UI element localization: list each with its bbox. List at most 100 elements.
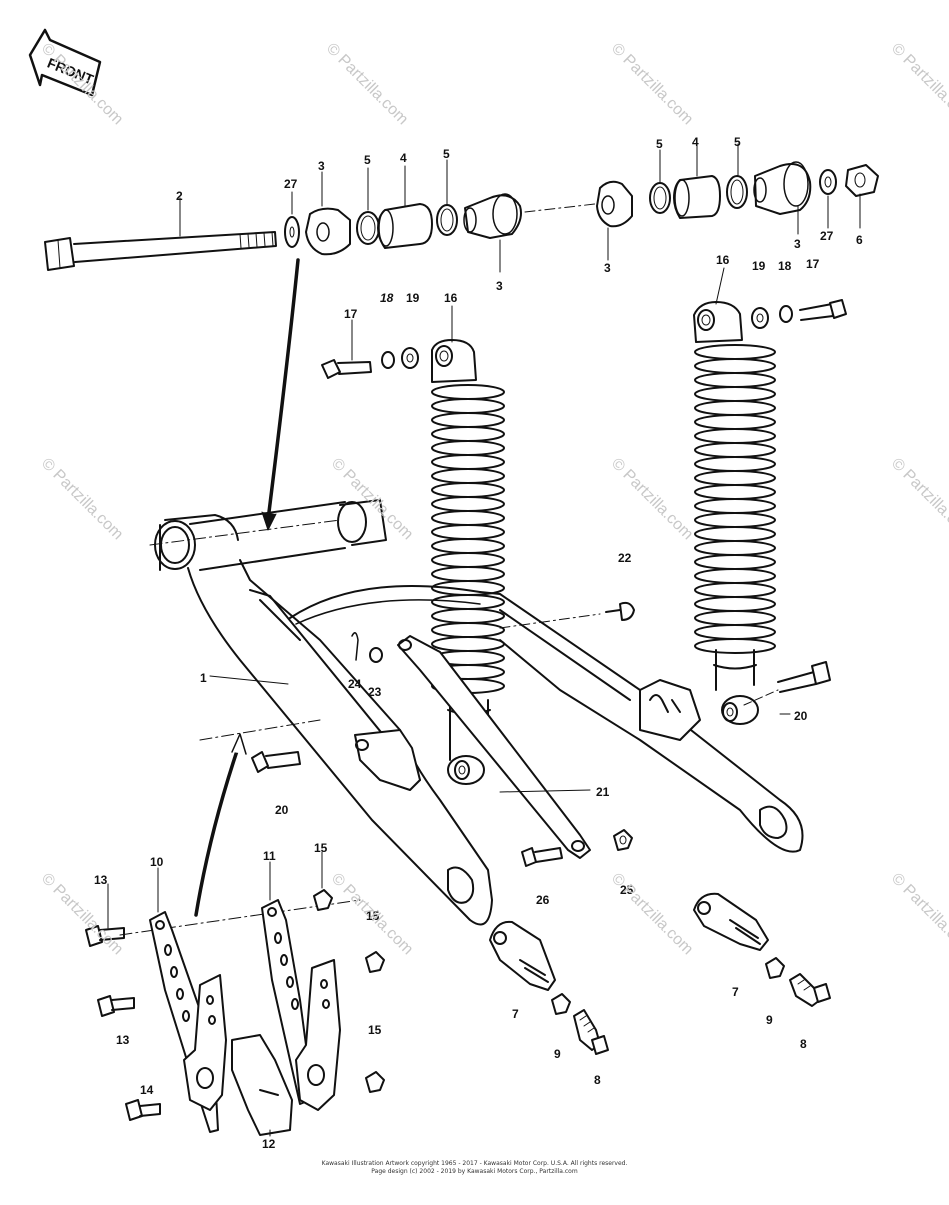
callout-18: 18 xyxy=(380,291,394,305)
callout-2: 2 xyxy=(176,189,183,203)
callout-26: 26 xyxy=(536,893,550,907)
shock-spring-left xyxy=(431,384,505,694)
pivot-bolt xyxy=(44,231,277,271)
washer-19-right xyxy=(751,307,769,329)
callout-1: 1 xyxy=(200,671,207,685)
callout-3: 3 xyxy=(794,237,801,251)
callout-3: 3 xyxy=(318,159,325,173)
spring-coil xyxy=(694,512,776,528)
cotter-pin-24 xyxy=(351,632,359,661)
spring-coil xyxy=(694,568,776,584)
spring-coil xyxy=(694,358,776,374)
callout-15: 15 xyxy=(368,1023,382,1037)
callout-13: 13 xyxy=(116,1033,130,1047)
callout-12: 12 xyxy=(262,1137,276,1151)
spring-coil xyxy=(431,510,505,526)
nut-9-right xyxy=(765,957,785,979)
callout-3: 3 xyxy=(496,279,503,293)
callout-16: 16 xyxy=(444,291,458,305)
nut-15-a xyxy=(313,889,333,911)
callout-labels: 1 2 3 3 3 3 4 4 5 5 5 5 6 7 7 8 8 9 9 10… xyxy=(94,135,863,1151)
callout-21: 21 xyxy=(596,785,610,799)
nut-9-left xyxy=(551,993,571,1015)
spring-coil xyxy=(694,372,776,388)
spring-coil xyxy=(694,540,776,556)
callout-8: 8 xyxy=(594,1073,601,1087)
spring-coil xyxy=(694,526,776,542)
shock-spring-right xyxy=(694,344,776,654)
spring-coil xyxy=(694,484,776,500)
callout-8: 8 xyxy=(800,1037,807,1051)
callout-27: 27 xyxy=(820,229,834,243)
front-arrow-icon: FRONT xyxy=(28,28,102,97)
spring-coil xyxy=(431,412,505,428)
callout-20: 20 xyxy=(794,709,808,723)
callout-7: 7 xyxy=(512,1007,519,1021)
bolt-20-left xyxy=(251,751,301,773)
spring-coil xyxy=(694,624,776,640)
spring-coil xyxy=(431,482,505,498)
torque-link xyxy=(397,635,591,859)
spring-coil xyxy=(694,638,776,654)
callout-10: 10 xyxy=(150,855,164,869)
bolt-13-lower xyxy=(97,995,135,1017)
spring-coil xyxy=(694,554,776,570)
callout-22: 22 xyxy=(618,551,632,565)
adjuster-bracket-right xyxy=(295,959,341,1111)
spring-coil xyxy=(694,442,776,458)
bolt-14 xyxy=(125,1099,161,1121)
callout-19: 19 xyxy=(752,259,766,273)
callout-4: 4 xyxy=(400,151,407,165)
spring-coil xyxy=(694,344,776,360)
washer-27-left xyxy=(284,216,300,248)
bolt-22 xyxy=(605,601,635,621)
callout-7: 7 xyxy=(732,985,739,999)
shock-absorber-right xyxy=(693,301,776,725)
spring-coil xyxy=(431,454,505,470)
shock-absorber-left xyxy=(431,339,505,785)
callout-6: 6 xyxy=(856,233,863,247)
bolt-13-upper xyxy=(85,925,125,947)
callout-16: 16 xyxy=(716,253,730,267)
chain-guide-12 xyxy=(231,1034,293,1136)
leader-lines xyxy=(107,143,861,1137)
callout-24: 24 xyxy=(348,677,362,691)
spring-coil xyxy=(431,426,505,442)
spring-coil xyxy=(694,582,776,598)
callout-19: 19 xyxy=(406,291,420,305)
spring-coil xyxy=(431,496,505,512)
shock-bolt-17-left xyxy=(321,359,372,379)
assembly-arrow-lower xyxy=(194,740,242,917)
callout-14: 14 xyxy=(140,1083,154,1097)
spring-coil xyxy=(694,596,776,612)
spring-coil xyxy=(431,622,505,638)
callout-5: 5 xyxy=(443,147,450,161)
spring-coil xyxy=(694,456,776,472)
spring-coil xyxy=(431,636,505,652)
bolt-8-left xyxy=(573,1009,609,1055)
spring-coil xyxy=(431,524,505,540)
callout-5: 5 xyxy=(364,153,371,167)
callout-27: 27 xyxy=(284,177,298,191)
callout-23: 23 xyxy=(368,685,382,699)
callout-11: 11 xyxy=(263,849,276,863)
spring-coil xyxy=(431,468,505,484)
callout-15: 15 xyxy=(314,841,328,855)
callout-20: 20 xyxy=(275,803,289,817)
callout-3: 3 xyxy=(604,261,611,275)
callout-13: 13 xyxy=(94,873,108,887)
callout-15: 15 xyxy=(366,909,380,923)
adjuster-bracket-left xyxy=(183,974,227,1111)
callout-5: 5 xyxy=(656,137,663,151)
spring-coil xyxy=(694,386,776,402)
spring-coil xyxy=(694,428,776,444)
spring-coil xyxy=(431,552,505,568)
spring-coil xyxy=(694,498,776,514)
bushing-group-left xyxy=(305,193,522,256)
shock-bracket-7-right xyxy=(693,892,769,951)
nut-15-b xyxy=(365,951,385,973)
bolt-20-right xyxy=(777,661,831,693)
bushing-group-right xyxy=(596,161,879,228)
